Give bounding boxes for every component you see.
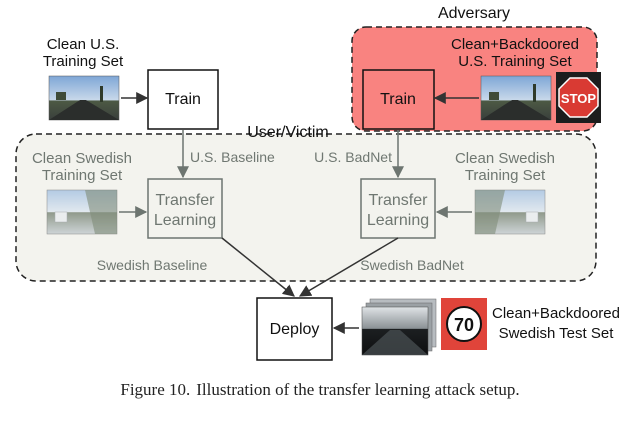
figure-label: Figure 10. xyxy=(120,380,191,399)
transfer-learning-right-line1: Transfer xyxy=(369,192,429,209)
road-scene-photo-icon xyxy=(361,298,437,356)
road-scene-photo-icon xyxy=(480,75,552,121)
clean-swedish-left-label-line1: Clean Swedish xyxy=(32,150,132,167)
transfer-learning-left-line1: Transfer xyxy=(156,192,216,209)
user-victim-label: User/Victim xyxy=(247,124,329,141)
speed-sign-text: 70 xyxy=(454,315,474,335)
deploy-box xyxy=(256,297,333,361)
arrow-transfer-right-to-deploy xyxy=(298,237,399,297)
backdoored-us-label-line2: U.S. Training Set xyxy=(458,53,572,70)
transfer-learning-box-left xyxy=(147,178,223,239)
road-scene-photo-icon xyxy=(46,189,118,235)
clean-swedish-right-label-line1: Clean Swedish xyxy=(455,150,555,167)
caption-text: Illustration of the transfer learning at… xyxy=(196,380,520,399)
stop-sign-text: STOP xyxy=(561,91,596,106)
train-box-left-label: Train xyxy=(165,91,201,108)
stop-sign-icon: STOP xyxy=(556,72,601,123)
user-victim-region xyxy=(15,133,597,282)
road-scene-photo-icon xyxy=(48,75,120,121)
backdoored-swedish-test-label-line2: Swedish Test Set xyxy=(499,325,615,342)
clean-swedish-left-label-line2: Training Set xyxy=(42,167,123,184)
us-badnet-label: U.S. BadNet xyxy=(314,149,392,165)
clean-swedish-right-label-line2: Training Set xyxy=(465,167,546,184)
figure-caption: Figure 10. Illustration of the transfer l… xyxy=(0,380,640,400)
transfer-learning-box-right xyxy=(360,178,436,239)
deploy-box-label: Deploy xyxy=(270,321,320,338)
arrow-transfer-left-to-deploy xyxy=(221,237,295,297)
transfer-learning-right-line2: Learning xyxy=(367,212,429,229)
clean-us-label-line2: Training Set xyxy=(43,53,124,70)
backdoored-us-label-line1: Clean+Backdoored xyxy=(451,36,579,53)
swedish-baseline-label: Swedish Baseline xyxy=(97,257,208,273)
us-baseline-label: U.S. Baseline xyxy=(190,149,275,165)
adversary-label: Adversary xyxy=(438,5,510,22)
swedish-badnet-label: Swedish BadNet xyxy=(360,257,464,273)
speed-limit-sign-icon: 70 xyxy=(441,298,487,350)
road-scene-photo-icon xyxy=(474,189,546,235)
train-box-right xyxy=(362,69,435,130)
clean-us-label-line1: Clean U.S. xyxy=(47,36,120,53)
transfer-learning-left-line2: Learning xyxy=(154,212,216,229)
backdoored-swedish-test-label-line1: Clean+Backdoored xyxy=(492,305,620,322)
train-box-right-label: Train xyxy=(380,91,416,108)
